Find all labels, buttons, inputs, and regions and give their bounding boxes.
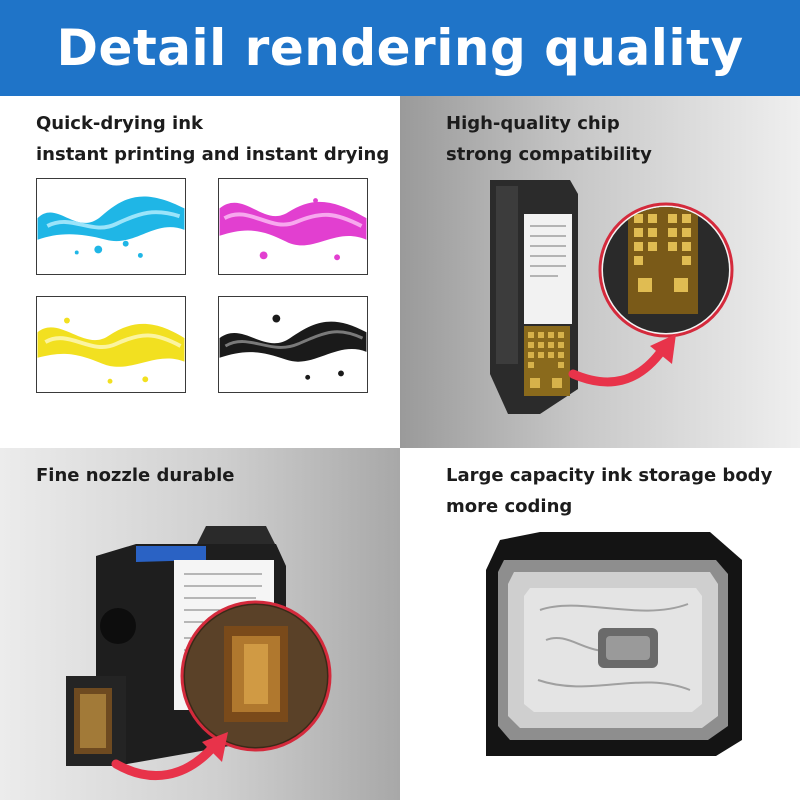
panel-caption: Quick-drying ink instant printing and in… <box>36 108 389 170</box>
ink-cartridge-chip-illustration <box>478 174 738 424</box>
caption-line-1: High-quality chip <box>446 113 620 134</box>
panel-high-quality-chip: High-quality chip strong compatibility <box>400 96 800 448</box>
header-banner: Detail rendering quality <box>0 0 800 96</box>
caption-line-2: strong compatibility <box>446 144 652 165</box>
caption-line-2: more coding <box>446 496 573 517</box>
panel-caption: Fine nozzle durable <box>36 460 235 491</box>
magenta-ink-splash-image <box>218 178 368 275</box>
caption-line-2: instant printing and instant drying <box>36 144 390 165</box>
panel-fine-nozzle: Fine nozzle durable <box>0 448 400 800</box>
panel-caption: High-quality chip strong compatibility <box>446 108 652 170</box>
caption-line-1: Large capacity ink storage body <box>446 465 773 486</box>
caption-line-1: Fine nozzle durable <box>36 465 235 486</box>
cyan-ink-splash-image <box>36 178 186 275</box>
panel-quick-drying-ink: Quick-drying ink instant printing and in… <box>0 96 400 448</box>
panel-caption: Large capacity ink storage body more cod… <box>446 460 772 522</box>
panel-ink-storage-body: Large capacity ink storage body more cod… <box>400 448 800 800</box>
page-title: Detail rendering quality <box>56 19 744 77</box>
yellow-ink-splash-image <box>36 296 186 393</box>
ink-cartridge-nozzle-illustration <box>56 516 356 796</box>
ink-storage-body-illustration <box>480 530 760 760</box>
black-ink-splash-image <box>218 296 368 393</box>
caption-line-1: Quick-drying ink <box>36 113 203 134</box>
